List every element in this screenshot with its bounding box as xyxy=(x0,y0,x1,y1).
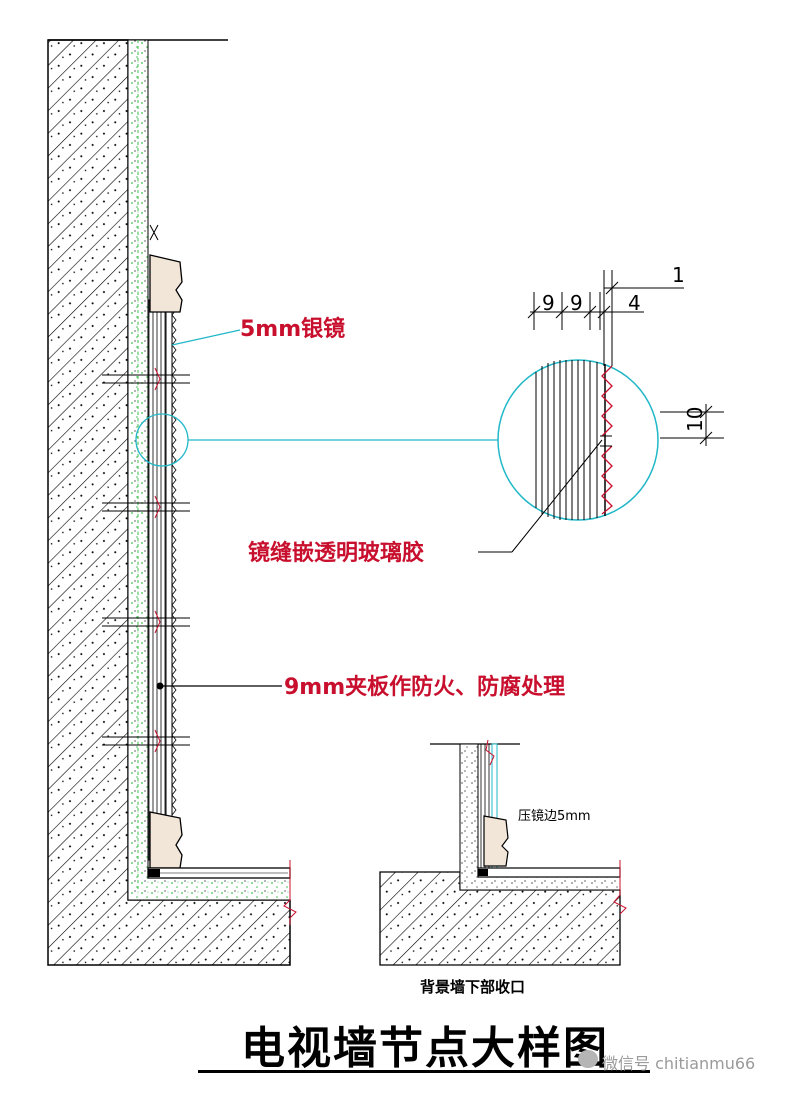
bottom-closing-section xyxy=(379,739,627,966)
drawing-title: 电视墙节点大样图 xyxy=(241,1023,609,1074)
enlarged-detail xyxy=(478,359,659,553)
label-mirror: 5mm银镜 xyxy=(240,316,345,342)
label-plywood: 9mm夹板作防火、防腐处理 xyxy=(284,674,565,700)
mirror-bevel-edge xyxy=(171,304,177,816)
dim-9b: 9 xyxy=(570,291,583,315)
top-moulding xyxy=(149,254,183,313)
label-press-edge: 压镜边5mm xyxy=(518,809,591,824)
dimension-lines xyxy=(527,270,724,446)
dim-1: 1 xyxy=(672,263,685,287)
anchor-bolts xyxy=(102,367,190,753)
dim-9a: 9 xyxy=(542,291,555,315)
main-section xyxy=(47,39,498,966)
watermark: 微信号 chitianmu66 xyxy=(602,1054,756,1073)
dim-4: 4 xyxy=(628,291,641,315)
caption-bottom-closing: 背景墙下部收口 xyxy=(420,978,525,996)
small-moulding xyxy=(483,815,509,867)
dim-10: 10 xyxy=(683,407,707,432)
mirror-leader-line xyxy=(171,329,241,346)
top-cross-mark xyxy=(149,224,159,241)
label-glue: 镜缝嵌透明玻璃胶 xyxy=(248,540,424,566)
bottom-moulding xyxy=(149,811,183,869)
floor-break-mark xyxy=(283,860,297,925)
glue-leader-line xyxy=(511,439,603,553)
plywood-board xyxy=(147,299,167,861)
title-underline xyxy=(198,1070,650,1073)
mirror-panel xyxy=(165,299,173,861)
wechat-icon xyxy=(578,1050,598,1068)
